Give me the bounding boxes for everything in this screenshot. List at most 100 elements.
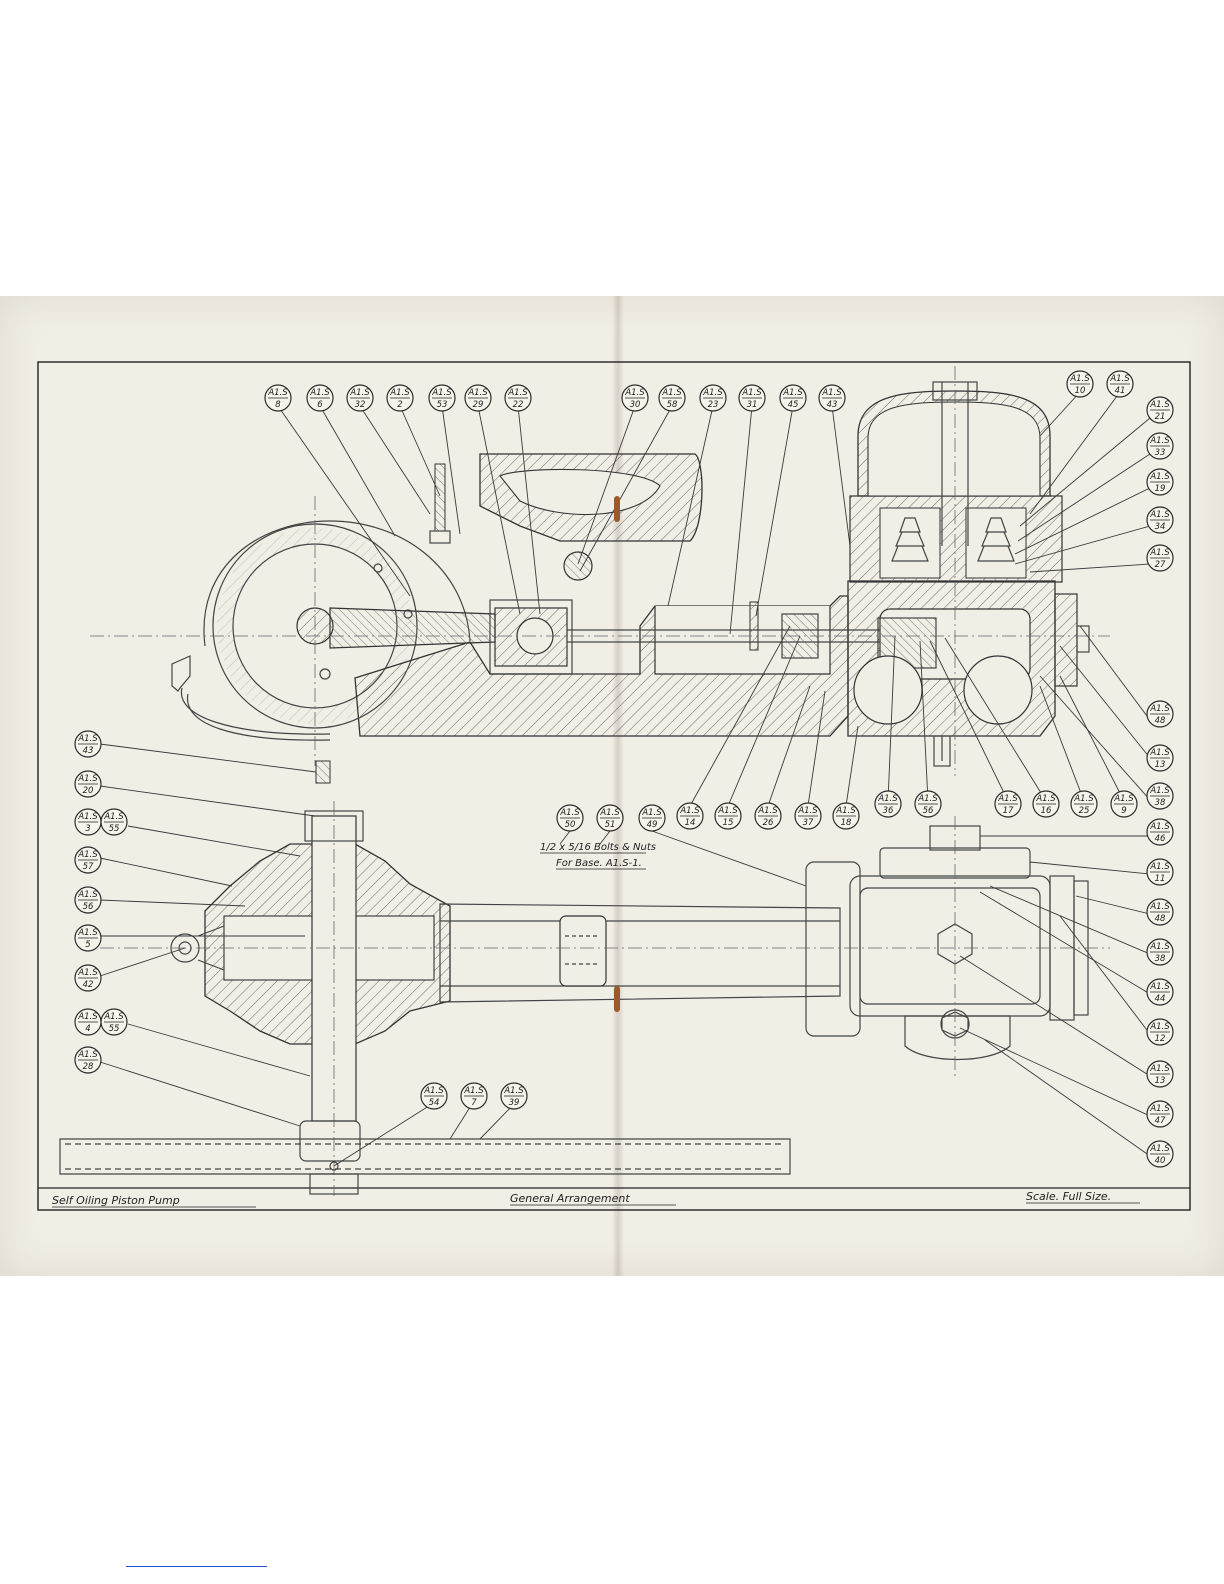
svg-text:A1.S: A1.S	[1149, 704, 1170, 714]
callout-26: A1.S26	[754, 802, 782, 830]
svg-text:A1.S: A1.S	[423, 1086, 444, 1096]
svg-text:A1.S: A1.S	[1149, 982, 1170, 992]
svg-text:4: 4	[85, 1024, 90, 1034]
svg-text:13: 13	[1155, 1076, 1166, 1086]
svg-text:10: 10	[1075, 386, 1086, 396]
callout-28: A1.S28	[74, 1046, 102, 1074]
callout-48-lower: A1.S48	[1146, 898, 1174, 926]
svg-text:A1.S: A1.S	[1149, 510, 1170, 520]
svg-text:A1.S: A1.S	[661, 388, 682, 398]
svg-text:34: 34	[1155, 522, 1166, 532]
svg-text:A1.S: A1.S	[389, 388, 410, 398]
svg-text:55: 55	[109, 824, 120, 834]
footer-link-underline	[126, 1566, 267, 1567]
callout-48-upper: A1.S48	[1146, 700, 1174, 728]
drawing-title: Self Oiling Piston Pump	[52, 1194, 180, 1207]
svg-text:A1.S: A1.S	[77, 1012, 98, 1022]
svg-text:A1.S: A1.S	[997, 794, 1018, 804]
svg-text:A1.S: A1.S	[1113, 794, 1134, 804]
svg-text:32: 32	[355, 400, 366, 410]
callout-34: A1.S 34	[1146, 506, 1174, 534]
callout-19: A1.S19	[1146, 468, 1174, 496]
callout-8: A1.S 8	[264, 384, 292, 412]
callout-57: A1.S57	[74, 846, 102, 874]
svg-text:58: 58	[667, 400, 678, 410]
svg-text:3: 3	[85, 824, 90, 834]
callout-39: A1.S39	[500, 1082, 528, 1110]
callout-23: A1.S23	[699, 384, 727, 412]
svg-text:A1.S: A1.S	[717, 806, 738, 816]
callout-3: A1.S 3	[74, 808, 102, 836]
top-elevation	[90, 366, 1110, 784]
svg-text:A1.S: A1.S	[1149, 1104, 1170, 1114]
leader-lines	[99, 391, 1151, 1167]
svg-text:38: 38	[1155, 954, 1166, 964]
svg-text:33: 33	[1155, 448, 1166, 458]
technical-drawing: A1.S8 A1.S6 A1.S32 A1.S2 A1.S53 A1.S29 A…	[37, 361, 1191, 1211]
svg-text:15: 15	[723, 818, 734, 828]
svg-text:A1.S: A1.S	[267, 388, 288, 398]
callout-18: A1.S18	[832, 802, 860, 830]
svg-text:14: 14	[685, 818, 696, 828]
callout-45: A1.S45	[779, 384, 807, 412]
svg-text:A1.S: A1.S	[77, 812, 98, 822]
svg-text:2: 2	[397, 400, 402, 410]
svg-text:A1.S: A1.S	[1149, 748, 1170, 758]
callout-7: A1.S7	[460, 1082, 488, 1110]
base-bolts-note-line2: For Base. A1.S-1.	[556, 858, 642, 869]
svg-text:20: 20	[83, 786, 94, 796]
svg-text:A1.S: A1.S	[782, 388, 803, 398]
callout-25: A1.S25	[1070, 790, 1098, 818]
svg-text:A1.S: A1.S	[103, 812, 124, 822]
callout-53: A1.S53	[428, 384, 456, 412]
svg-text:A1.S: A1.S	[103, 1012, 124, 1022]
bottom-plan-view	[59, 801, 1110, 1196]
callout-30: A1.S30	[621, 384, 649, 412]
callout-38-upper: A1.S 38	[1146, 782, 1174, 810]
svg-text:A1.S: A1.S	[757, 806, 778, 816]
svg-text:47: 47	[1155, 1116, 1166, 1126]
svg-text:9: 9	[1121, 806, 1126, 816]
callout-33: A1.S33	[1146, 432, 1174, 460]
svg-text:A1.S: A1.S	[1149, 1064, 1170, 1074]
svg-text:A1.S: A1.S	[624, 388, 645, 398]
svg-text:A1.S: A1.S	[77, 928, 98, 938]
svg-text:A1.S: A1.S	[1109, 374, 1130, 384]
svg-text:42: 42	[83, 980, 94, 990]
callout-4: A1.S 4	[74, 1008, 102, 1036]
callout-50: A1.S50	[556, 804, 584, 832]
callout-56-mid: A1.S56	[914, 790, 942, 818]
svg-text:A1.S: A1.S	[309, 388, 330, 398]
drawing-scale: Scale. Full Size.	[1026, 1190, 1111, 1203]
callout-21: A1.S21	[1146, 396, 1174, 424]
svg-text:6: 6	[317, 400, 323, 410]
base-bolts-note-line1: 1/2 x 5/16 Bolts & Nuts	[540, 842, 656, 853]
svg-text:7: 7	[471, 1098, 477, 1108]
svg-text:37: 37	[803, 818, 814, 828]
svg-text:A1.S: A1.S	[917, 794, 938, 804]
callout-15: A1.S 15	[714, 802, 742, 830]
svg-text:25: 25	[1079, 806, 1090, 816]
svg-text:A1.S: A1.S	[1149, 548, 1170, 558]
callout-32: A1.S32	[346, 384, 374, 412]
svg-text:A1.S: A1.S	[1149, 822, 1170, 832]
svg-text:54: 54	[429, 1098, 440, 1108]
svg-text:A1.S: A1.S	[1149, 942, 1170, 952]
callout-5: A1.S5	[74, 924, 102, 952]
svg-text:55: 55	[109, 1024, 120, 1034]
svg-text:A1.S: A1.S	[1149, 1022, 1170, 1032]
svg-text:31: 31	[747, 400, 758, 410]
callout-6: A1.S 6	[306, 384, 334, 412]
svg-text:23: 23	[708, 400, 719, 410]
svg-text:43: 43	[83, 746, 94, 756]
svg-text:A1.S: A1.S	[1149, 786, 1170, 796]
svg-text:17: 17	[1003, 806, 1014, 816]
svg-text:A1.S: A1.S	[1149, 1144, 1170, 1154]
svg-text:57: 57	[83, 862, 94, 872]
svg-text:8: 8	[275, 400, 281, 410]
svg-text:38: 38	[1155, 798, 1166, 808]
svg-text:A1.S: A1.S	[1149, 400, 1170, 410]
svg-text:49: 49	[647, 820, 658, 830]
svg-text:13: 13	[1155, 760, 1166, 770]
callout-58: A1.S 58	[658, 384, 686, 412]
